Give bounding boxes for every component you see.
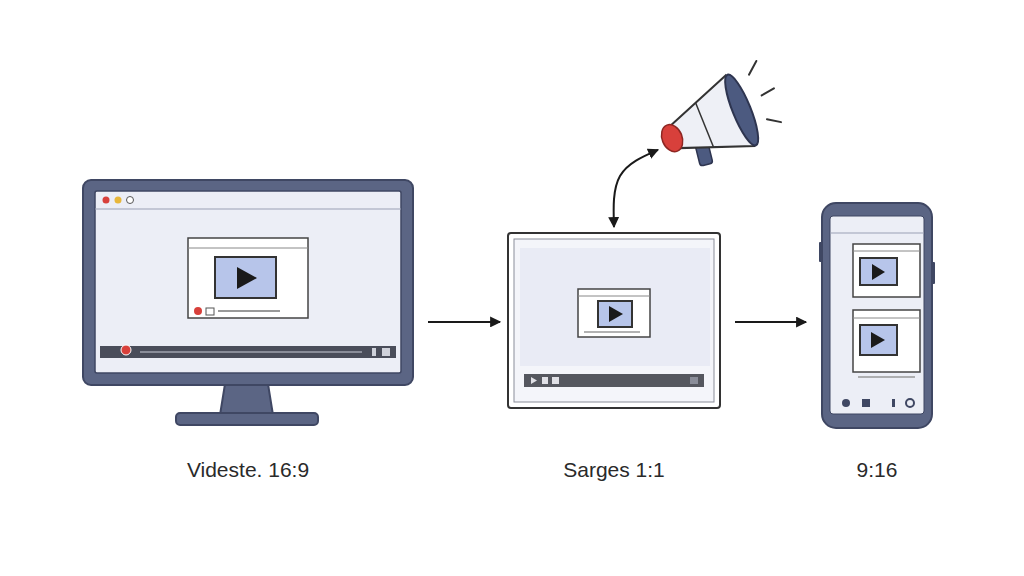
- video-control: [194, 307, 202, 315]
- play-icon: [872, 264, 885, 280]
- player-knob: [121, 345, 131, 355]
- phone-icon: [892, 399, 895, 407]
- device-label: 9:16: [782, 458, 972, 482]
- player-icon: [372, 348, 376, 356]
- sound-line: [767, 115, 781, 127]
- megaphone-ring: [696, 103, 714, 148]
- phone-icon: [906, 399, 914, 407]
- video-window-bar: [578, 296, 650, 297]
- player-icon: [382, 348, 390, 356]
- side-button: [819, 242, 823, 262]
- video-window: [578, 289, 650, 337]
- video-control: [206, 308, 214, 315]
- video-frame: [598, 301, 632, 327]
- browser-bar-line: [95, 209, 401, 210]
- video-window: [853, 244, 920, 297]
- megaphone-horn: [661, 76, 754, 173]
- device-label: Sarges 1:1: [468, 458, 760, 482]
- curved-arrow: [614, 150, 658, 227]
- frame-content: [520, 248, 710, 366]
- phone-icon: [862, 399, 870, 407]
- video-progress: [218, 310, 280, 312]
- monitor-neck: [220, 384, 273, 415]
- device-label: Videste. 16:9: [43, 458, 453, 482]
- sound-line: [761, 88, 775, 95]
- player-bar: [100, 346, 396, 358]
- window-dot: [127, 197, 134, 204]
- monitor-screen: [95, 191, 401, 373]
- monitor-base: [176, 413, 318, 425]
- window-dot: [103, 197, 110, 204]
- phone-screen: [830, 216, 924, 414]
- flow-arrow: [428, 321, 500, 323]
- play-icon: [871, 332, 885, 348]
- video-window-bar: [853, 251, 920, 252]
- player-icon: [542, 377, 548, 384]
- megaphone-bell: [719, 71, 764, 148]
- megaphone-node: [650, 70, 775, 175]
- status-bar-line: [830, 233, 924, 234]
- side-button: [931, 262, 935, 284]
- video-window: [853, 310, 920, 372]
- flow-arrow: [735, 321, 806, 323]
- phone-icon: [842, 399, 850, 407]
- square-frame: [508, 233, 720, 408]
- frame-inner: [514, 239, 714, 402]
- video-frame: [860, 258, 897, 285]
- frame-outer: [508, 233, 720, 408]
- megaphone: [648, 59, 791, 178]
- player-bar: [524, 374, 704, 387]
- video-window-bar: [853, 318, 920, 319]
- player-icon: [552, 377, 559, 384]
- video-frame: [860, 325, 897, 355]
- monitor-bezel: [83, 180, 413, 385]
- player-icon: [690, 377, 698, 384]
- video-window-bar: [188, 248, 308, 249]
- megaphone-cap: [658, 121, 687, 154]
- player-progress: [140, 351, 362, 353]
- video-progress: [858, 376, 915, 378]
- play-icon: [609, 306, 623, 322]
- video-window: [188, 238, 308, 318]
- sound-line: [745, 61, 760, 75]
- play-icon: [237, 267, 257, 289]
- smartphone: [819, 203, 935, 428]
- player-icon: [531, 377, 537, 384]
- square-frame-node: Sarges 1:1: [508, 233, 720, 490]
- video-progress: [584, 331, 640, 333]
- smartphone-node: 9:16: [822, 203, 932, 490]
- desktop-monitor: [83, 180, 413, 425]
- megaphone-handle: [693, 134, 713, 166]
- phone-body: [822, 203, 932, 428]
- desktop-monitor-node: Videste. 16:9: [83, 180, 413, 490]
- video-frame: [215, 257, 276, 298]
- window-dot: [115, 197, 122, 204]
